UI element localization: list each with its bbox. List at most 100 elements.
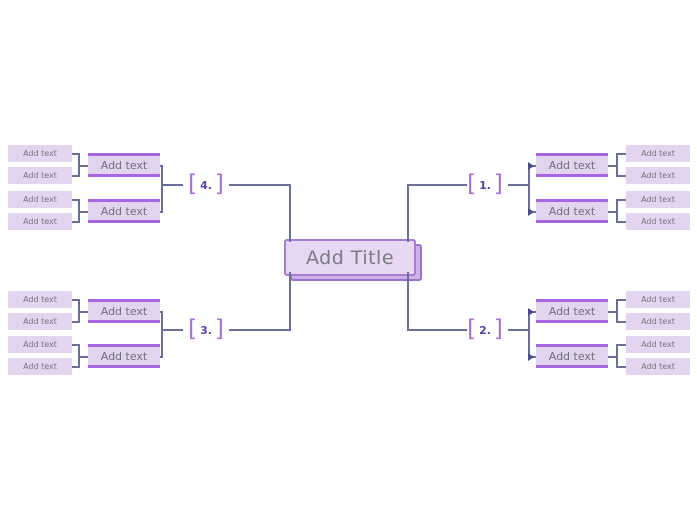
leaf-spine	[78, 344, 80, 368]
leaf-box[interactable]: Add text	[626, 213, 690, 230]
leaf-box[interactable]: Add text	[8, 167, 72, 184]
leaf-connector	[70, 344, 80, 346]
leaf-connector	[70, 153, 80, 155]
leaf-box[interactable]: Add text	[8, 358, 72, 375]
topic-box[interactable]: Add text	[536, 344, 608, 368]
branch-label-4[interactable]: [ 4. ]	[183, 170, 229, 197]
branch-2-stem	[508, 329, 530, 331]
topic-label: Add text	[100, 158, 148, 172]
bracket-open-icon: [	[188, 315, 198, 342]
leaf-stem	[78, 356, 88, 358]
leaf-label: Add text	[641, 217, 675, 226]
branch-number-2: 2.	[479, 323, 491, 337]
leaf-label: Add text	[23, 149, 57, 158]
leaf-box[interactable]: Add text	[8, 313, 72, 330]
topic-label: Add text	[100, 204, 148, 218]
trunk-line-top-right-vertical	[407, 184, 409, 242]
leaf-spine	[78, 299, 80, 323]
leaf-box[interactable]: Add text	[8, 336, 72, 353]
topic-box[interactable]: Add text	[88, 199, 160, 223]
leaf-spine	[616, 199, 618, 223]
bracket-close-icon: ]	[493, 315, 503, 342]
center-title-text: Add Title	[305, 246, 395, 269]
bracket-close-icon: ]	[214, 170, 224, 197]
leaf-label: Add text	[641, 149, 675, 158]
branch-2-topic-1-arrowhead	[528, 308, 534, 316]
branch-label-2[interactable]: [ 2. ]	[462, 315, 508, 342]
topic-box[interactable]: Add text	[88, 344, 160, 368]
topic-label: Add text	[100, 349, 148, 363]
leaf-spine	[78, 153, 80, 177]
topic-box[interactable]: Add text	[536, 299, 608, 323]
leaf-connector	[616, 175, 626, 177]
branch-label-3[interactable]: [ 3. ]	[183, 315, 229, 342]
trunk-line-bottom-left-horizontal	[229, 329, 291, 331]
leaf-stem	[608, 356, 618, 358]
leaf-box[interactable]: Add text	[626, 167, 690, 184]
topic-label: Add text	[548, 304, 596, 318]
leaf-box[interactable]: Add text	[8, 291, 72, 308]
branch-1-topic-1-arrowhead	[528, 162, 534, 170]
trunk-line-bottom-right-vertical	[407, 272, 409, 330]
leaf-connector	[616, 199, 626, 201]
leaf-connector	[616, 299, 626, 301]
topic-box[interactable]: Add text	[536, 153, 608, 177]
branch-1-spine	[528, 165, 530, 212]
branch-2-topic-2-arrowhead	[528, 353, 534, 361]
leaf-label: Add text	[23, 340, 57, 349]
leaf-connector	[616, 153, 626, 155]
center-title-box[interactable]: Add Title	[284, 239, 416, 276]
leaf-label: Add text	[641, 171, 675, 180]
topic-box[interactable]: Add text	[88, 153, 160, 177]
leaf-connector	[616, 221, 626, 223]
topic-label: Add text	[548, 204, 596, 218]
leaf-connector	[70, 199, 80, 201]
topic-label: Add text	[548, 158, 596, 172]
leaf-label: Add text	[23, 217, 57, 226]
leaf-connector	[616, 321, 626, 323]
bracket-open-icon: [	[467, 170, 477, 197]
leaf-box[interactable]: Add text	[8, 191, 72, 208]
bracket-open-icon: [	[188, 170, 198, 197]
trunk-line-top-right-horizontal	[407, 184, 467, 186]
leaf-spine	[616, 344, 618, 368]
bracket-open-icon: [	[467, 315, 477, 342]
leaf-box[interactable]: Add text	[626, 145, 690, 162]
leaf-box[interactable]: Add text	[626, 358, 690, 375]
leaf-stem	[608, 165, 618, 167]
leaf-stem	[78, 311, 88, 313]
leaf-box[interactable]: Add text	[626, 313, 690, 330]
leaf-box[interactable]: Add text	[626, 291, 690, 308]
leaf-box[interactable]: Add text	[8, 213, 72, 230]
leaf-connector	[616, 344, 626, 346]
bracket-close-icon: ]	[493, 170, 503, 197]
leaf-label: Add text	[641, 340, 675, 349]
leaf-box[interactable]: Add text	[626, 336, 690, 353]
topic-label: Add text	[548, 349, 596, 363]
trunk-line-top-left-vertical	[289, 184, 291, 242]
leaf-box[interactable]: Add text	[8, 145, 72, 162]
topic-box[interactable]: Add text	[88, 299, 160, 323]
branch-3-stem	[161, 329, 183, 331]
branch-label-1[interactable]: [ 1. ]	[462, 170, 508, 197]
leaf-connector	[70, 299, 80, 301]
topic-label: Add text	[100, 304, 148, 318]
leaf-label: Add text	[641, 317, 675, 326]
topic-box[interactable]: Add text	[536, 199, 608, 223]
branch-number-4: 4.	[200, 178, 212, 192]
branch-1-topic-2-arrowhead	[528, 208, 534, 216]
leaf-connector	[616, 366, 626, 368]
leaf-spine	[78, 199, 80, 223]
leaf-connector	[70, 175, 80, 177]
branch-4-spine	[161, 165, 163, 212]
leaf-connector	[70, 321, 80, 323]
leaf-stem	[608, 311, 618, 313]
leaf-box[interactable]: Add text	[626, 191, 690, 208]
leaf-label: Add text	[23, 317, 57, 326]
leaf-label: Add text	[641, 295, 675, 304]
leaf-label: Add text	[23, 362, 57, 371]
branch-number-3: 3.	[200, 323, 212, 337]
leaf-connector	[70, 221, 80, 223]
leaf-spine	[616, 153, 618, 177]
branch-2-spine	[528, 311, 530, 358]
